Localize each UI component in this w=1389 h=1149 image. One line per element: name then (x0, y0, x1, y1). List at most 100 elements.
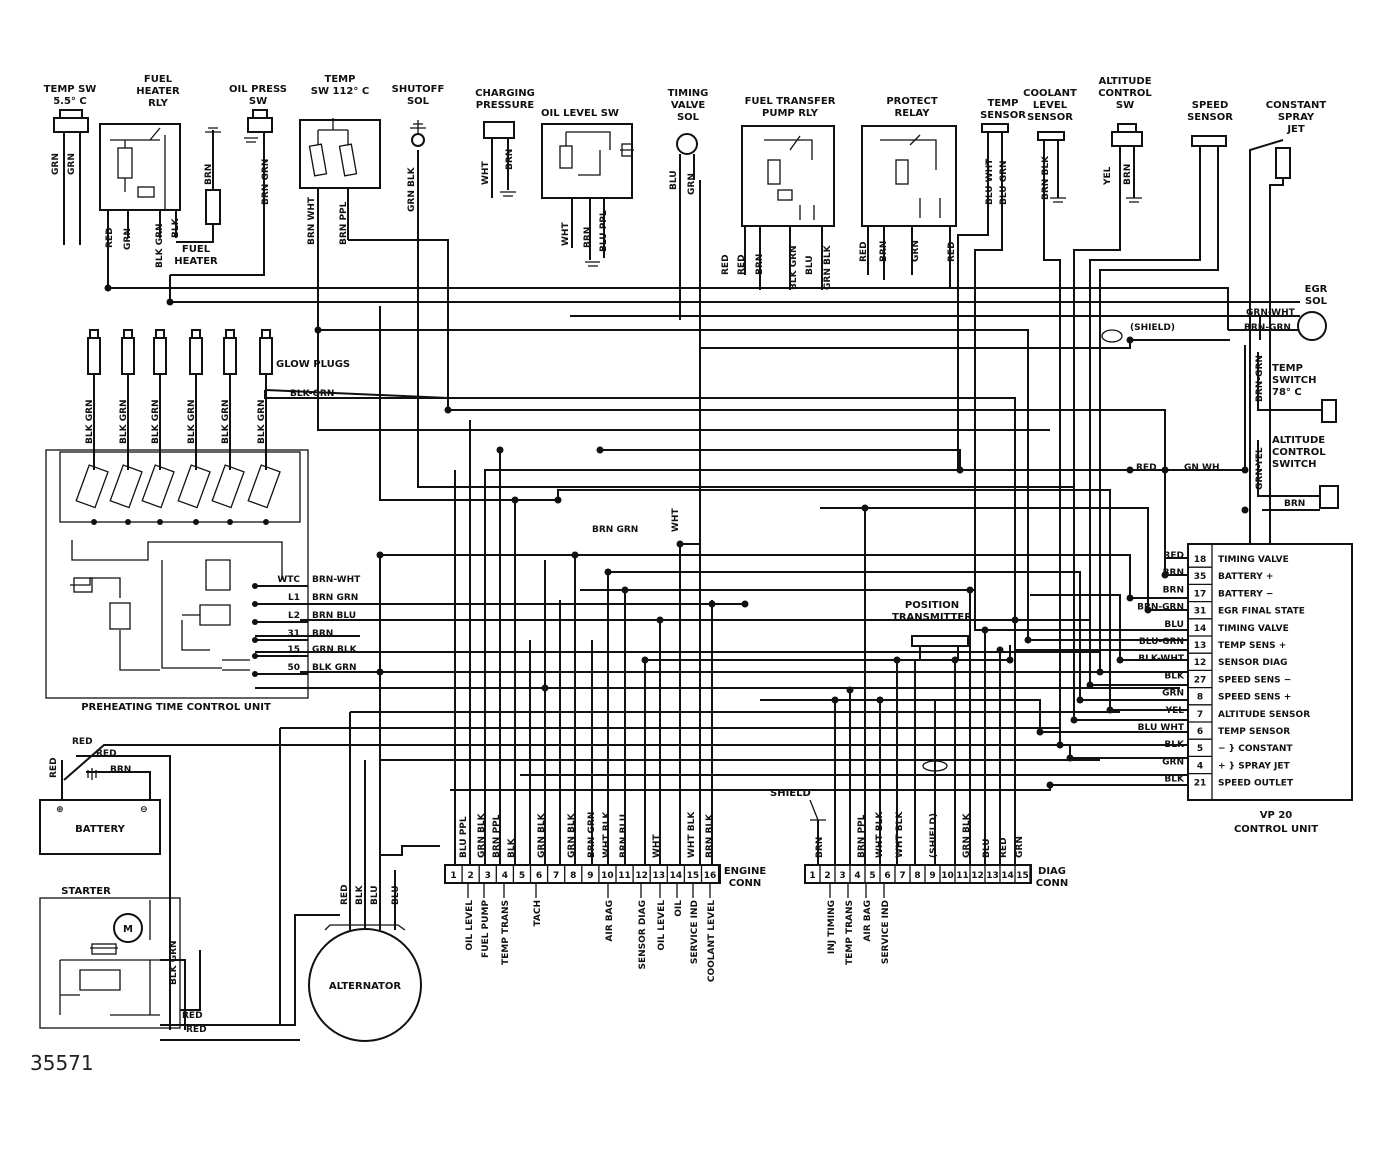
wire-label: RED (182, 1011, 203, 1021)
glow-plug-tip (191, 329, 201, 339)
starter: M STARTER BLK GRN RED RED (39, 886, 340, 1041)
wire-label: BRN (204, 164, 214, 185)
coolant-level-sensor: COOLANT LEVEL SENSOR BRN BLK (1023, 88, 1077, 470)
fuel-heater-line2: HEATER (174, 256, 218, 267)
temp-sw-112-line1: TEMP (325, 74, 356, 85)
engine-conn-function: OIL LEVEL (465, 900, 475, 951)
coolant-line1: COOLANT (1023, 88, 1077, 99)
shutoff-sol-line1: SHUTOFF (392, 84, 445, 95)
battery: BATTERY ⊕ ⊖ RED RED RED BRN (39, 737, 330, 1030)
wire-label: BLU GRN (999, 160, 1009, 205)
svg-text:⊕: ⊕ (56, 805, 64, 815)
engine-conn-function: SERVICE IND (690, 900, 700, 964)
glow-plug-tip (123, 329, 133, 339)
vp20-pin-wire: GRN (1162, 689, 1184, 699)
wire-label: WHT (561, 222, 571, 246)
connector-pin-number: 1 (809, 871, 815, 881)
glow-plug-tip (155, 329, 165, 339)
fuel-heater-rly-line1: FUEL (144, 74, 173, 85)
fuel-heater-relay: FUEL HEATER RLY RED GRN BLK GRN BLK (99, 74, 181, 268)
connector-pin-number: 11 (956, 871, 969, 881)
wire-label: RED (737, 254, 747, 275)
speed-sensor: SPEED SENSOR (1089, 100, 1233, 685)
coolant-line2: LEVEL (1033, 100, 1068, 111)
vp20-pin-name: BATTERY − (1218, 589, 1273, 599)
wire-label: BLU (370, 885, 380, 905)
wire-label: RED (49, 757, 59, 778)
connector-pin-number: 10 (941, 871, 954, 881)
wire-label: GRN-YEL (1255, 447, 1265, 490)
vp20-pin-number: 27 (1194, 675, 1207, 685)
preheat-pin-label: 50 (287, 663, 300, 673)
engine-conn-function: SENSOR DIAG (638, 900, 648, 970)
temp-switch-78-line2: SWITCH (1272, 375, 1316, 386)
wire-label: WHT (481, 161, 491, 185)
glow-bus-wire (265, 389, 449, 399)
fuel-heater-line1: FUEL (182, 244, 211, 255)
engine-conn-function: COOLANT LEVEL (707, 900, 717, 982)
wire-label: WHT (671, 508, 681, 532)
diag-conn-wire: WHT BLK (875, 811, 885, 858)
fuel-transfer-line2: PUMP RLY (762, 108, 819, 119)
connector-pin-number: 8 (570, 871, 576, 881)
connector-pin-number: 14 (1001, 871, 1014, 881)
protect-relay: PROTECT RELAY RED BRN GRN RED (859, 96, 957, 288)
temp-switch-78c: TEMP SWITCH 78° C BRN-GRN (1255, 352, 1337, 423)
connector-pin-number: 3 (485, 871, 491, 881)
wire-label: BRN BLK (1041, 155, 1051, 200)
vp20-pin-name: TIMING VALVE (1218, 624, 1289, 634)
connector-pin-number: 3 (839, 871, 845, 881)
engine-conn-drops (454, 320, 713, 865)
temp-sensor-line1: TEMP (988, 98, 1019, 109)
vp20-pin-number: 5 (1197, 744, 1203, 754)
diag-conn-wire: (SHIELD) (929, 813, 939, 858)
connector-pin-number: 12 (971, 871, 984, 881)
wire-label: BLK GRN (155, 223, 165, 268)
svg-text:⊖: ⊖ (140, 805, 148, 815)
temp-sw-112-line2: SW 112° C (311, 86, 369, 97)
diag-conn-function: AIR BAG (863, 900, 873, 942)
glow-relay-coil (75, 464, 109, 509)
glow-plug-tip (89, 329, 99, 339)
timing-valve-line2: VALVE (671, 100, 706, 111)
connector-pin-number: 16 (704, 871, 717, 881)
vp20-pin-number: 17 (1194, 589, 1207, 599)
connector-pin-number: 9 (929, 871, 935, 881)
altitude-sw-line1: ALTITUDE (1098, 76, 1151, 87)
connector-pin-number: 4 (854, 871, 860, 881)
wire-label: BRN (755, 254, 765, 275)
preheat-pin-label: WTC (277, 575, 300, 585)
speed-sensor-line1: SPEED (1192, 100, 1229, 111)
wire-label: BRN (583, 227, 593, 248)
vp20-pin-name: SPEED SENS + (1218, 693, 1291, 703)
vp20-pin-name: TEMP SENS + (1218, 641, 1286, 651)
fuel-heater: BRN FUEL HEATER (174, 127, 221, 267)
glow-plug-wire-label: BLK GRN (151, 399, 161, 444)
vp20-pin-name: TEMP SENSOR (1218, 727, 1290, 737)
engine-conn-function: FUEL PUMP (481, 900, 491, 958)
connector-pin-number: 6 (884, 871, 890, 881)
egr-solenoid: EGR SOL GRN-WHT BRN-GRN (SHIELD) (1101, 284, 1328, 343)
wire-label: RED (947, 241, 957, 262)
engine-conn-wire: WHT BLK (687, 811, 697, 858)
constant-spray-jet: CONSTANT SPRAY JET (1249, 100, 1326, 758)
wire-label: RED (859, 241, 869, 262)
vp20-pin-number: 31 (1194, 607, 1207, 617)
vp20-pin-name: ALTITUDE SENSOR (1218, 710, 1310, 720)
wire-label: GRN (911, 240, 921, 262)
connector-pin-number: 2 (468, 871, 474, 881)
timing-valve-line1: TIMING (668, 88, 709, 99)
connector-pin-number: 8 (914, 871, 920, 881)
preheat-pin-label: L1 (288, 593, 300, 603)
charging-pressure-line1: CHARGING (475, 88, 535, 99)
altitude-sw-line2: CONTROL (1098, 88, 1152, 99)
charging-pressure-sensor: CHARGING PRESSURE WHT BRN (475, 88, 535, 198)
connector-pin-number: 13 (986, 871, 999, 881)
alt-switch-line1: ALTITUDE (1272, 435, 1325, 446)
temp-sensor: TEMP SENSOR BLU WHT BLU GRN (957, 98, 1026, 590)
